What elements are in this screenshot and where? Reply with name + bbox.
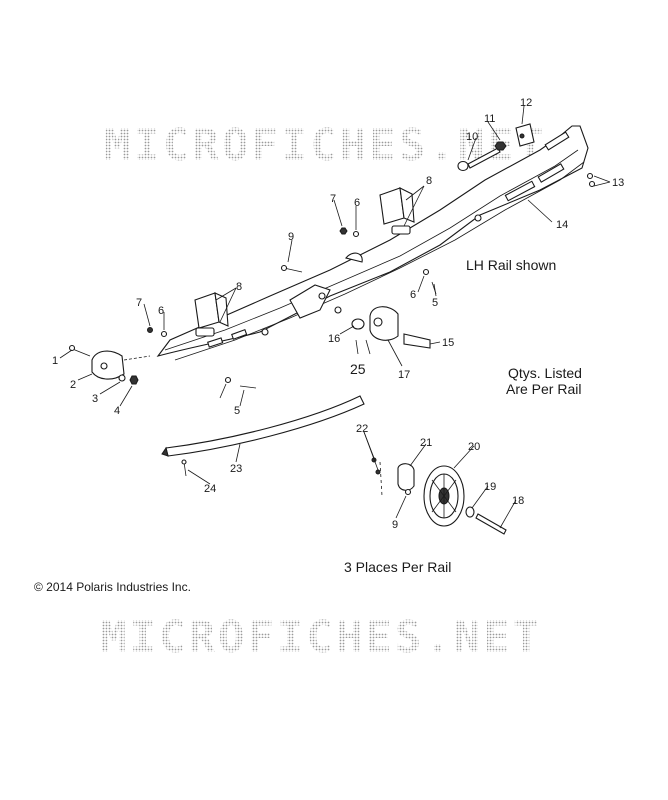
callout-23: 23 (230, 463, 242, 475)
watermark-top: MICROFICHES.NET (104, 120, 546, 171)
callout-10: 10 (466, 131, 478, 143)
callout-1: 1 (52, 355, 58, 367)
idler-wheel-assembly (371, 457, 507, 535)
callout-labels: 1 2 3 4 5 5 6 6 6 7 7 8 8 9 9 10 11 12 1… (52, 97, 624, 531)
callout-15: 15 (442, 337, 454, 349)
callout-22: 22 (356, 423, 368, 435)
pad-assembly-upper (379, 187, 415, 235)
callout-7b: 7 (136, 297, 142, 309)
note-qty-line2: Are Per Rail (506, 381, 581, 397)
wear-strip (161, 395, 365, 477)
callout-4: 4 (114, 405, 120, 417)
note-places: 3 Places Per Rail (344, 559, 451, 575)
callout-13: 13 (612, 177, 624, 189)
callout-25: 25 (350, 361, 366, 377)
note-qty-line1: Qtys. Listed (508, 365, 582, 381)
rail-tip (68, 344, 151, 385)
copyright-notice: © 2014 Polaris Industries Inc. (34, 580, 191, 594)
callout-18: 18 (512, 495, 524, 507)
callout-11: 11 (484, 113, 495, 125)
callout-16: 16 (328, 333, 340, 345)
callout-8a: 8 (426, 175, 432, 187)
callout-17: 17 (398, 369, 410, 381)
note-lh-rail: LH Rail shown (466, 257, 556, 273)
callout-24: 24 (204, 483, 216, 495)
callout-6b: 6 (158, 305, 164, 317)
callout-20: 20 (468, 441, 480, 453)
leader-lines (59, 105, 611, 529)
pad-assembly-lower (194, 292, 229, 337)
callout-19: 19 (484, 481, 496, 493)
callout-8b: 8 (236, 281, 242, 293)
callout-9a: 9 (288, 231, 294, 243)
hardware-small (147, 227, 437, 389)
callout-7a: 7 (330, 193, 336, 205)
callout-21: 21 (420, 437, 432, 449)
callout-14: 14 (556, 219, 568, 231)
idler-hub-assembly (351, 306, 431, 355)
slide-rail (156, 125, 596, 361)
watermark-bottom: MICROFICHES.NET (100, 612, 542, 663)
callout-12: 12 (520, 97, 532, 109)
callout-5b: 5 (234, 405, 240, 417)
callout-6a: 6 (354, 197, 360, 209)
callout-5a: 5 (432, 297, 438, 309)
callout-6c: 6 (410, 289, 416, 301)
callout-2: 2 (70, 379, 76, 391)
callout-3: 3 (92, 393, 98, 405)
callout-9b: 9 (392, 519, 398, 531)
rear-pivot-hardware (457, 123, 535, 172)
